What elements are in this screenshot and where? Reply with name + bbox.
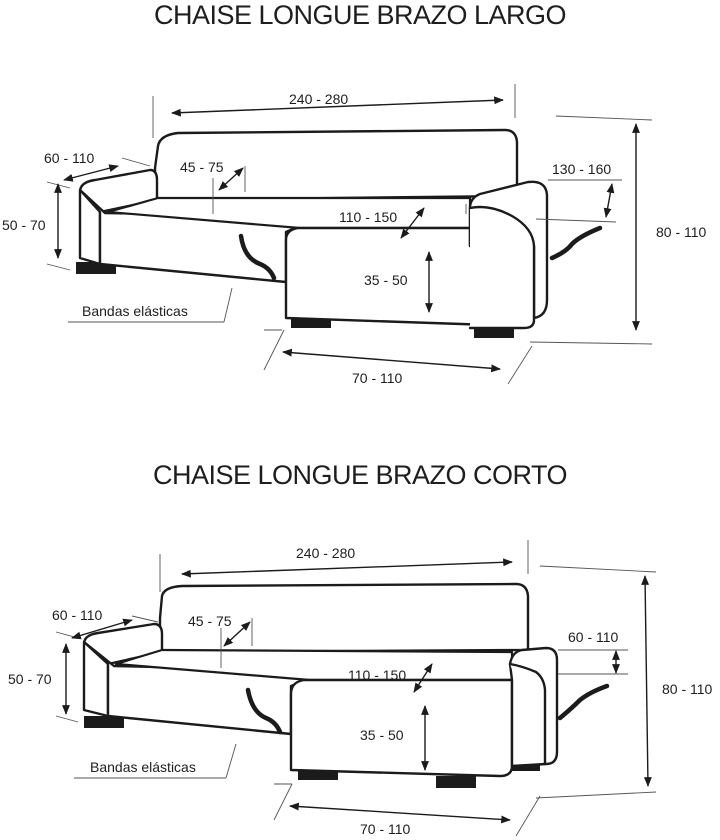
sofa-foot-left <box>84 716 124 728</box>
label-left-height: 50 - 70 <box>8 671 52 687</box>
label-elastic-bands: Bandas elásticas <box>90 759 196 775</box>
sofa-largo: 240 - 280 60 - 110 45 - 75 130 - 160 50 … <box>2 84 707 386</box>
label-width: 240 - 280 <box>296 545 355 561</box>
label-back-height: 45 - 75 <box>188 613 232 629</box>
label-chaise-length: 110 - 150 <box>348 667 406 683</box>
sofa-foot-right <box>436 776 476 788</box>
sofa-foot-right-arm <box>512 762 540 771</box>
label-arm-side: 60 - 110 <box>568 629 619 645</box>
diagram-title-largo: CHAISE LONGUE BRAZO LARGO <box>153 0 567 30</box>
label-arm-depth: 60 - 110 <box>52 607 103 623</box>
sofa-back <box>153 128 519 202</box>
dim-arrow-arm-side <box>603 183 615 218</box>
label-chaise-width: 70 - 110 <box>360 821 411 837</box>
dim-arrow-chaise-length <box>413 663 433 693</box>
dim-arrow-width <box>171 96 504 117</box>
dim-arrow-total-height <box>641 575 652 787</box>
dim-arrow-back-height <box>218 167 244 191</box>
label-seat-height: 35 - 50 <box>360 727 404 743</box>
label-total-height: 80 - 110 <box>656 224 707 240</box>
label-chaise-width: 70 - 110 <box>352 370 403 386</box>
label-elastic-bands: Bandas elásticas <box>82 303 188 319</box>
elastic-band-left <box>245 687 283 735</box>
label-seat-height: 35 - 50 <box>364 272 408 288</box>
label-back-height: 45 - 75 <box>180 159 224 175</box>
dim-arrow-width <box>181 558 513 578</box>
dim-arrow-back-height <box>223 621 251 647</box>
dim-arrow-chaise-width <box>289 802 511 824</box>
dim-arrow-arm-depth <box>63 164 119 182</box>
sofa-right-arm-front <box>508 662 547 766</box>
elastic-band-right <box>549 225 603 261</box>
elastic-band-left <box>238 233 277 281</box>
label-arm-depth: 60 - 110 <box>44 150 95 166</box>
dim-arrow-chaise-length <box>400 207 425 239</box>
sofa-right-arm-front <box>468 205 536 330</box>
elastic-band-right <box>557 683 610 721</box>
label-arm-side: 130 - 160 <box>552 161 611 177</box>
label-width: 240 - 280 <box>289 91 348 107</box>
dim-arrow-arm-depth <box>71 618 133 640</box>
label-chaise-length: 110 - 150 <box>339 209 397 225</box>
diagram-title-corto: CHAISE LONGUE BRAZO CORTO <box>152 460 568 490</box>
dim-arrow-chaise-width <box>282 348 501 373</box>
label-total-height: 80 - 110 <box>662 681 713 697</box>
sofa-corto: 240 - 280 60 - 110 45 - 75 60 - 110 50 -… <box>8 540 713 837</box>
label-left-height: 50 - 70 <box>2 217 46 233</box>
